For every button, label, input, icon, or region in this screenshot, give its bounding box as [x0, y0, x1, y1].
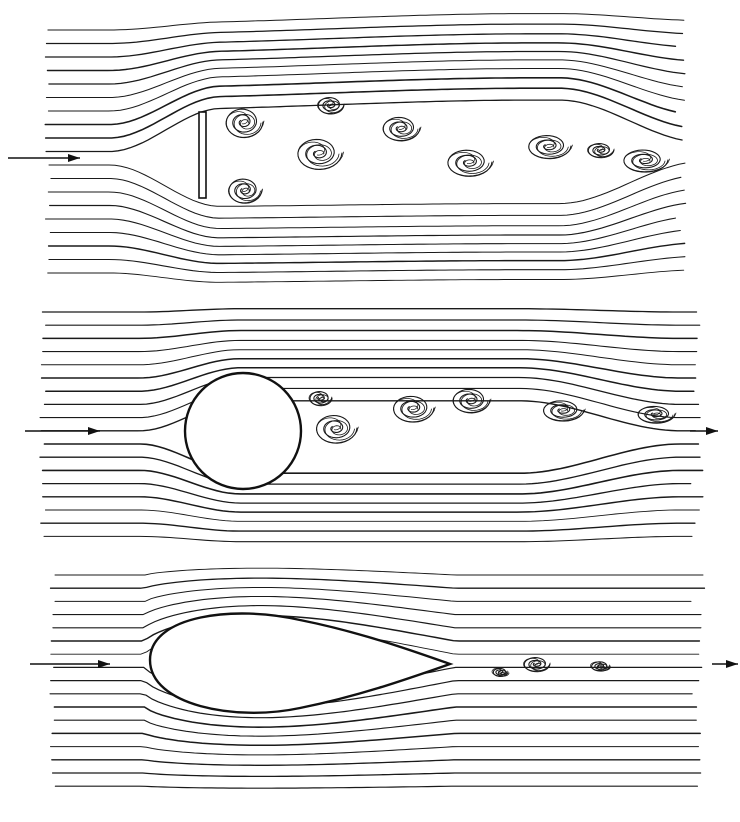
streamline — [46, 100, 682, 151]
flow-panel-streamlined-body — [30, 568, 738, 788]
streamline — [43, 309, 697, 312]
streamline — [51, 747, 699, 755]
vortex-wake — [309, 389, 676, 443]
streamline — [40, 388, 700, 417]
streamline — [44, 536, 692, 541]
flow-arrow-in — [30, 660, 110, 668]
flow-arrow-in — [8, 154, 80, 162]
streamline — [44, 444, 698, 473]
streamline — [46, 368, 694, 391]
streamline — [48, 43, 684, 71]
streamline — [45, 78, 675, 125]
streamline — [48, 270, 684, 282]
streamline — [46, 218, 676, 246]
streamline — [41, 401, 695, 431]
streamline — [50, 694, 692, 718]
flow-arrow-out — [712, 660, 738, 668]
streamline — [53, 606, 701, 628]
streamline — [50, 231, 680, 255]
vortex-wake — [226, 98, 670, 204]
streamline — [51, 177, 681, 218]
streamline — [46, 34, 676, 57]
streamline — [54, 707, 696, 727]
streamline — [51, 578, 705, 588]
streamline — [52, 760, 700, 766]
streamline — [46, 320, 700, 325]
flow-panel-flat-plate — [8, 14, 686, 283]
streamline — [55, 568, 703, 575]
flat-plate-icon — [199, 112, 206, 198]
cylinder-icon — [185, 373, 301, 489]
streamline — [48, 190, 684, 228]
streamlined-body-icon — [150, 613, 450, 712]
flow-arrow-in — [25, 427, 100, 435]
streamline — [53, 773, 701, 776]
streamline — [55, 588, 691, 602]
streamline — [43, 331, 697, 339]
flow-arrow-out — [690, 427, 718, 435]
streamline — [55, 786, 697, 788]
streamline — [41, 523, 695, 531]
flow-panel-cylinder — [25, 309, 718, 542]
streamline — [47, 24, 683, 43]
streamline — [49, 163, 685, 206]
streamline — [49, 52, 685, 85]
streamlines — [40, 309, 703, 542]
streamline — [50, 203, 686, 238]
streamline — [46, 88, 682, 138]
streamline — [52, 733, 700, 745]
